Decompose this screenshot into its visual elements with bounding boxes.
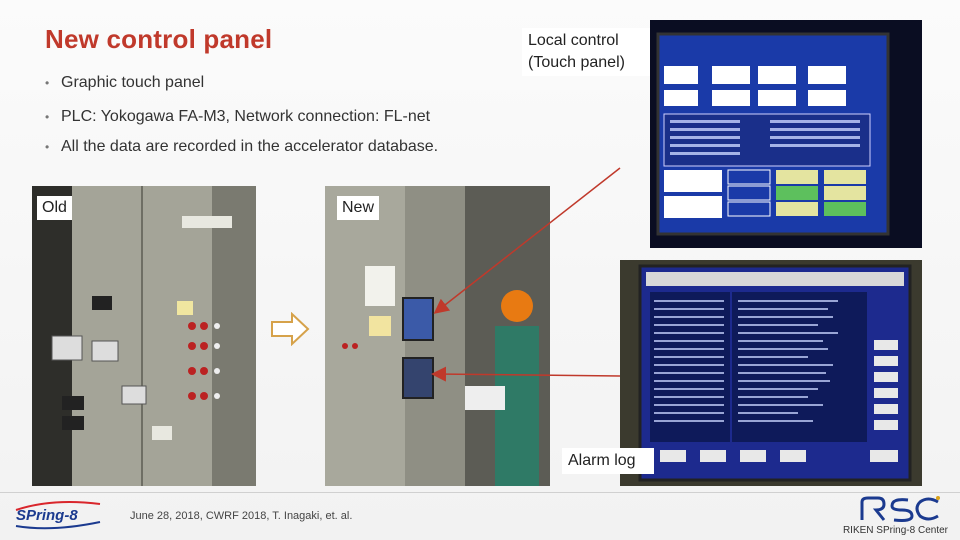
rsc-logo — [858, 494, 942, 524]
footer-divider — [0, 492, 960, 493]
bullet-item: •All the data are recorded in the accele… — [45, 138, 439, 155]
bullet-item: •Graphic touch panel — [45, 74, 205, 91]
new-label: New — [337, 196, 380, 220]
footer-org: RIKEN SPring-8 Center — [842, 525, 948, 536]
bullet-item: •PLC: Yokogawa FA-M3, Network connection… — [45, 108, 431, 125]
bullet-text: All the data are recorded in the acceler… — [61, 138, 439, 155]
svg-text:SPring-8: SPring-8 — [16, 507, 78, 524]
old-label: Old — [37, 196, 72, 220]
old-panel-photo — [32, 186, 256, 486]
bullet-text: Graphic touch panel — [61, 74, 205, 91]
touch-panel-photo — [650, 20, 922, 248]
new-panel-photo — [325, 186, 550, 486]
alarm-log-photo — [620, 260, 922, 486]
local-control-line1: Local control — [528, 32, 619, 49]
local-control-label: Local control (Touch panel) — [522, 28, 650, 76]
bullet-text: PLC: Yokogawa FA-M3, Network connection:… — [61, 108, 431, 125]
slide-title: New control panel — [45, 24, 273, 54]
alarm-log-label: Alarm log — [562, 448, 654, 474]
footer-citation: June 28, 2018, CWRF 2018, T. Inagaki, et… — [130, 510, 353, 522]
outline-right-arrow-icon — [270, 311, 310, 347]
local-control-line2: (Touch panel) — [528, 54, 625, 71]
spring8-logo: SPring-8 — [12, 498, 108, 532]
